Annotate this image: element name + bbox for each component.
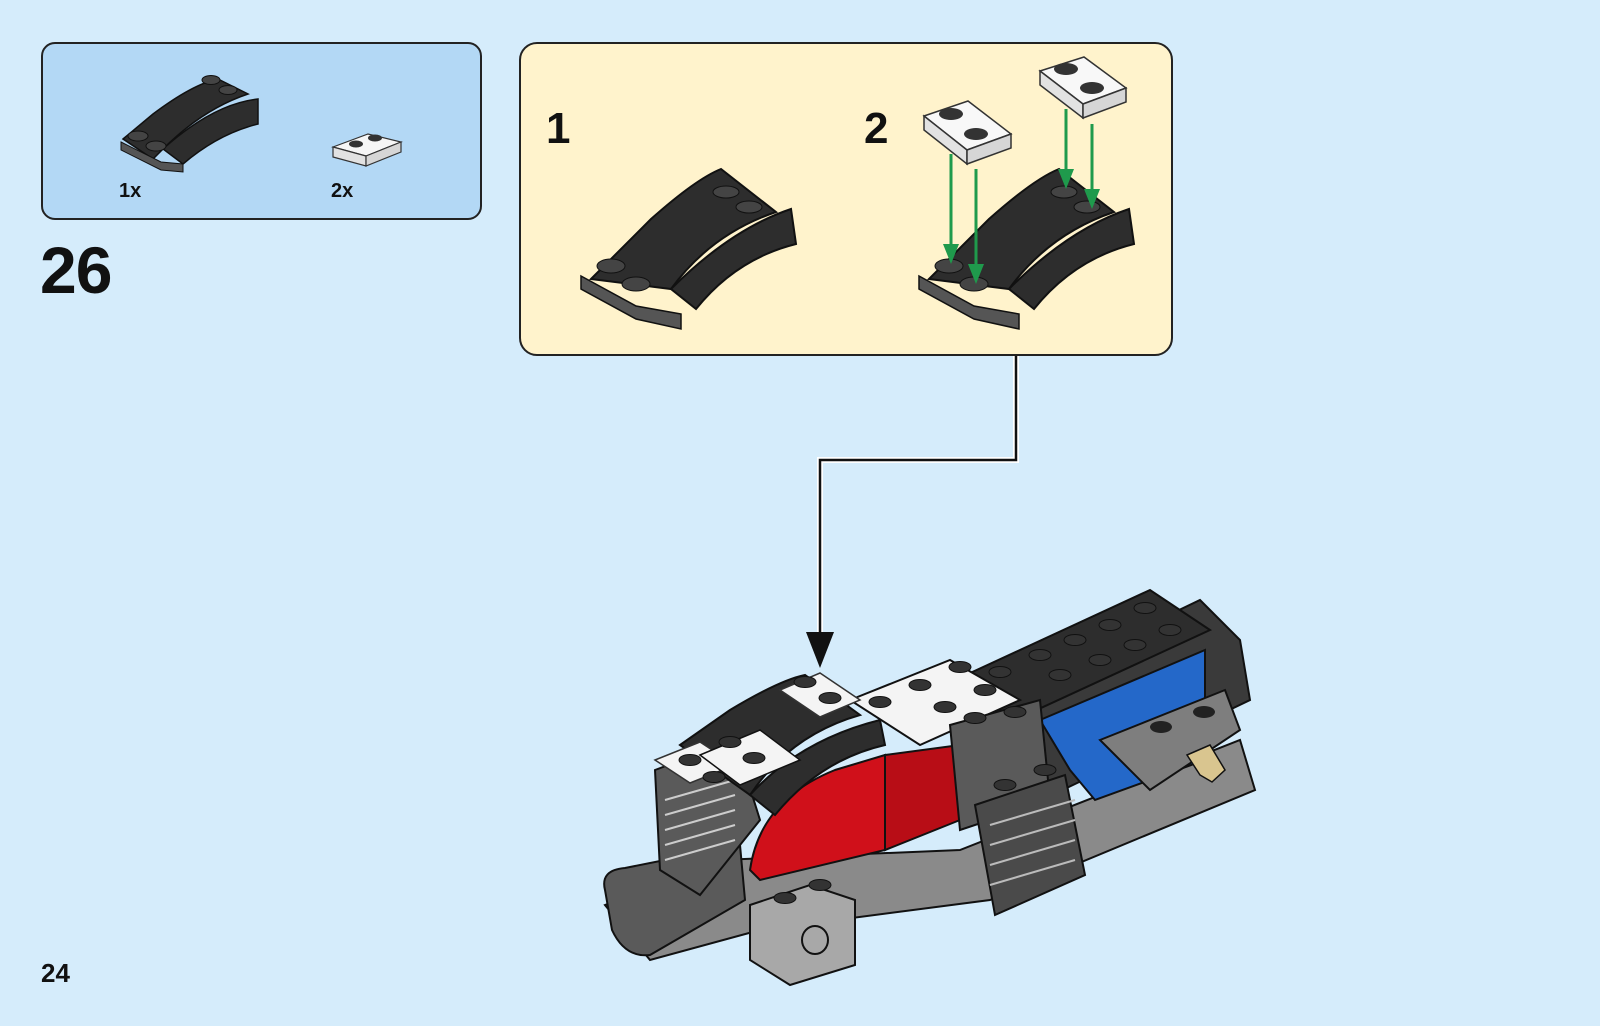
trans-clear-plate-left <box>924 101 1011 164</box>
vehicle-model <box>604 590 1255 985</box>
part-quantity: 2x <box>331 180 353 203</box>
trans-clear-plate-right <box>1040 57 1126 118</box>
subassembly-panel: 1 2 <box>519 42 1173 356</box>
parts-list-panel: 1x 2x <box>41 42 482 220</box>
subassembly-illustration <box>521 44 1175 358</box>
black-curved-wedge-plate-icon <box>121 76 258 173</box>
part-quantity: 1x <box>119 180 141 203</box>
step-number: 26 <box>40 232 111 308</box>
page-number: 24 <box>41 958 70 989</box>
parts-illustration <box>43 44 484 222</box>
trans-clear-plate-icon <box>333 134 401 166</box>
wedge-plate-substep-1 <box>581 169 796 329</box>
callout-connector-arrow <box>806 356 1016 668</box>
